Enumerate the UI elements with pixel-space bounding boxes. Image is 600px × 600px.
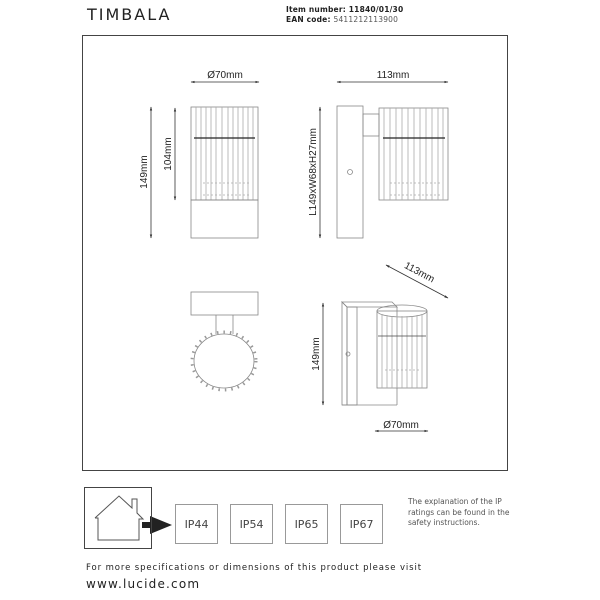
front-shade-height-label: 104mm: [163, 137, 174, 170]
perspective-depth-label: 113mm: [402, 260, 436, 285]
side-depth-label: 113mm: [377, 70, 410, 81]
item-number-label: Item number:: [286, 5, 346, 14]
ip-rating-ip65: IP65: [285, 504, 328, 544]
drawing-frame: [82, 35, 508, 471]
footer-url-link[interactable]: www.lucide.com: [86, 577, 201, 591]
item-number-row: Item number: 11840/01/30: [286, 5, 403, 15]
front-total-height-label: 149mm: [139, 155, 150, 188]
ean-value: 5411212113900: [333, 15, 399, 24]
ip-rating-ip67: IP67: [340, 504, 383, 544]
house-icon: [94, 495, 145, 541]
ip-rating-ip44: IP44: [175, 504, 218, 544]
front-diameter-label: Ø70mm: [207, 70, 243, 81]
arrow-right-icon: [142, 516, 172, 534]
product-meta: Item number: 11840/01/30 EAN code: 54112…: [286, 5, 403, 25]
side-backplate-label: L149xW68xH27mm: [308, 128, 319, 216]
product-title: TIMBALA: [87, 5, 172, 24]
perspective-diameter-label: Ø70mm: [383, 420, 419, 431]
perspective-view-drawing: [321, 264, 449, 433]
house-icon-box: [84, 487, 152, 549]
ip-rating-ip54: IP54: [230, 504, 273, 544]
item-number-value: 11840/01/30: [348, 5, 404, 14]
top-view-drawing: [190, 291, 259, 392]
perspective-height-label: 149mm: [311, 337, 322, 370]
ean-row: EAN code: 5411212113900: [286, 15, 403, 25]
side-view-drawing: [318, 80, 449, 239]
front-view-drawing: [149, 80, 260, 239]
ean-label: EAN code:: [286, 15, 331, 24]
footer-text: For more specifications or dimensions of…: [86, 563, 422, 573]
ip-rating-note: The explanation of the IP ratings can be…: [408, 497, 510, 527]
